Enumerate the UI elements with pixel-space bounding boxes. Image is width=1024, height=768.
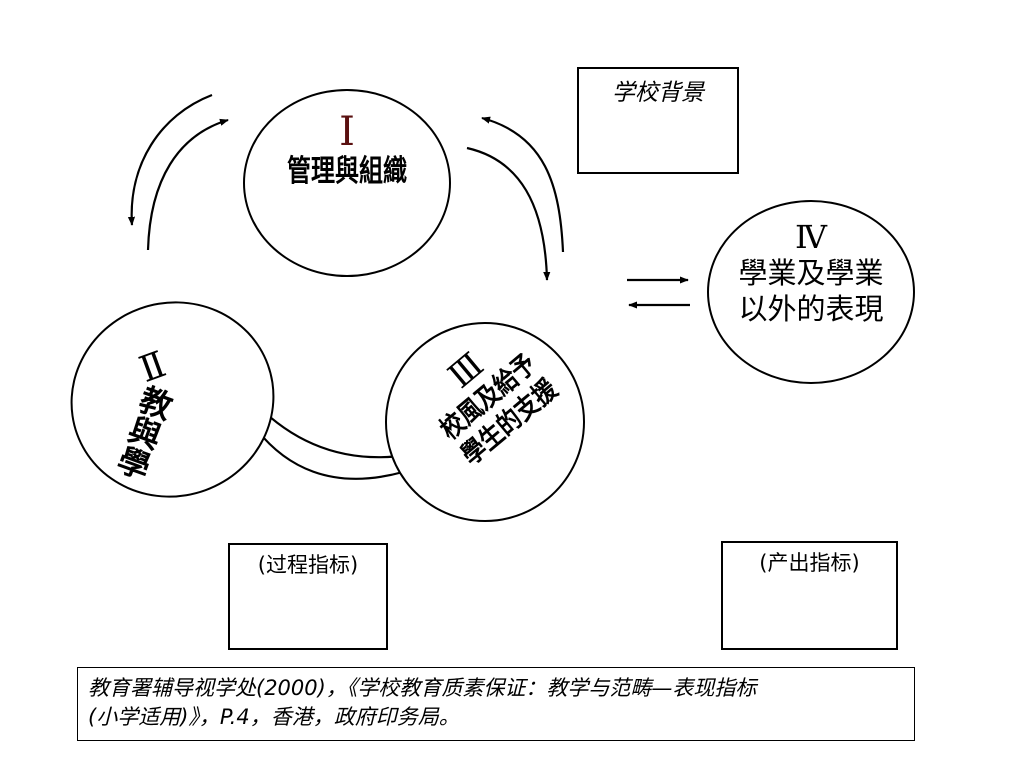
output-indicator-box: (产出指标) — [721, 541, 898, 650]
process-indicator-box: (过程指标) — [228, 543, 388, 650]
arrow-up-right-outer — [481, 116, 565, 253]
school-background-label: 学校背景 — [612, 80, 704, 106]
domain-1-numeral: Ⅰ — [339, 109, 355, 155]
domain-4-numeral: Ⅳ — [795, 218, 827, 256]
domain-4-line1: 學業及學業 — [738, 256, 884, 291]
domain-4-ellipse — [707, 200, 915, 384]
arrow-up-left-inner — [146, 118, 229, 251]
domain-1-label: 管理與組織 — [287, 154, 407, 189]
citation-line-2: (小学适用)》，P.4，香港，政府印务局。 — [88, 705, 460, 730]
domain-1-ellipse — [243, 89, 451, 277]
arrow-down-left-outer — [127, 93, 213, 226]
school-background-box: 学校背景 — [577, 67, 739, 174]
domain-4-text: Ⅳ 學業及學業 以外的表現 — [707, 218, 915, 328]
process-indicator-label: (过程指标) — [257, 553, 359, 577]
output-indicator-label: (产出指标) — [759, 551, 860, 575]
citation-box: 教育署辅导视学处(2000)，《学校教育质素保证：教学与范畴—表现指标 (小学适… — [77, 667, 915, 741]
domain-4-line2: 以外的表現 — [738, 292, 884, 327]
arrow-to-domain2 — [256, 429, 404, 480]
domain-1-text: Ⅰ 管理與組織 — [243, 110, 451, 190]
arrow-down-right-inner — [466, 146, 551, 281]
citation-line-1: 教育署辅导视学处(2000)，《学校教育质素保证：教学与范畴—表现指标 — [88, 676, 757, 700]
